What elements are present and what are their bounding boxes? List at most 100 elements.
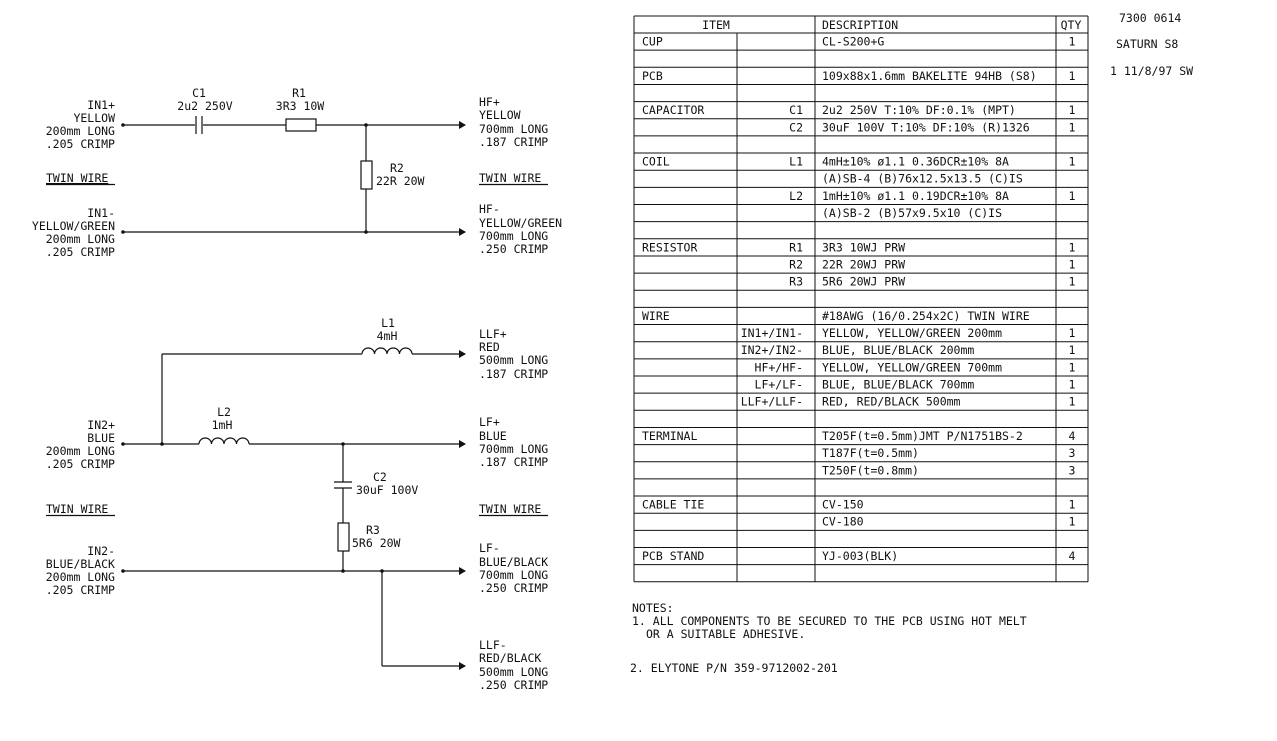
svg-text:BLUE: BLUE xyxy=(87,431,115,445)
bom-cell-description: RED, RED/BLACK 500mm xyxy=(822,395,961,409)
bom-cell-item: CAPACITOR xyxy=(642,103,704,117)
junction-dot xyxy=(341,569,345,573)
title-block: 7300 0614 SATURN S8 1 11/8/97 SW xyxy=(1110,11,1193,78)
svg-text:700mm LONG: 700mm LONG xyxy=(479,122,548,136)
bom-cell-description: BLUE, BLUE/BLACK 200mm xyxy=(822,343,974,357)
svg-text:700mm LONG: 700mm LONG xyxy=(479,442,548,456)
svg-text:LF+: LF+ xyxy=(479,415,500,429)
svg-text:.205 CRIMP: .205 CRIMP xyxy=(46,245,115,259)
bom-cell-description: 5R6 20WJ PRW xyxy=(822,275,905,289)
bom-cell-description: CV-150 xyxy=(822,498,864,512)
note-2: 2. ELYTONE P/N 359-9712002-201 xyxy=(630,661,838,675)
bom-cell-ref: R2 xyxy=(789,257,803,271)
svg-text:700mm LONG: 700mm LONG xyxy=(479,568,548,582)
svg-text:RED/BLACK: RED/BLACK xyxy=(479,651,541,665)
terminal-dot xyxy=(121,442,125,446)
bom-cell-ref: L1 xyxy=(789,155,803,169)
svg-text:200mm LONG: 200mm LONG xyxy=(46,232,115,246)
svg-text:IN2+: IN2+ xyxy=(87,418,115,432)
svg-text:YELLOW/GREEN: YELLOW/GREEN xyxy=(32,219,115,233)
lf-plus-label: LF+ BLUE 700mm LONG .187 CRIMP xyxy=(479,415,548,469)
bom-cell-item: RESISTOR xyxy=(642,240,697,254)
terminal-dot xyxy=(121,569,125,573)
bom-cell-description: 2u2 250V T:10% DF:0.1% (MPT) xyxy=(822,103,1016,117)
bom-cell-ref: C1 xyxy=(789,103,803,117)
l1-inductor xyxy=(361,347,413,355)
bom-cell-description: 3R3 10WJ PRW xyxy=(822,240,905,254)
bom-cell-description: 4mH±10% ø1.1 0.36DCR±10% 8A xyxy=(822,155,1009,169)
svg-text:YELLOW/GREEN: YELLOW/GREEN xyxy=(479,216,562,230)
svg-text:HF+: HF+ xyxy=(479,95,500,109)
hf-circuit: IN1+ YELLOW 200mm LONG .205 CRIMP IN1- Y… xyxy=(32,86,562,259)
bom-cell-qty: 1 xyxy=(1069,35,1076,49)
r1-value: 3R3 10W xyxy=(276,99,325,113)
bom-header-item: ITEM xyxy=(702,18,730,32)
svg-text:IN1-: IN1- xyxy=(87,206,115,220)
bom-cell-item: TERMINAL xyxy=(642,429,697,443)
bom-cell-item: CABLE TIE xyxy=(642,498,704,512)
svg-text:HF-: HF- xyxy=(479,202,500,216)
bom-cell-qty: 1 xyxy=(1069,515,1076,529)
bom-cell-description: YELLOW, YELLOW/GREEN 700mm xyxy=(822,360,1002,374)
bom-cell-item: WIRE xyxy=(642,309,670,323)
bom-cell-qty: 1 xyxy=(1069,69,1076,83)
svg-text:500mm LONG: 500mm LONG xyxy=(479,353,548,367)
svg-text:BLUE/BLACK: BLUE/BLACK xyxy=(479,555,548,569)
bom-cell-ref: LLF+/LLF- xyxy=(741,395,803,409)
c2-value: 30uF 100V xyxy=(356,483,418,497)
svg-text:LLF-: LLF- xyxy=(479,638,507,652)
svg-text:.205 CRIMP: .205 CRIMP xyxy=(46,583,115,597)
twin-wire-label: TWIN WIRE xyxy=(479,171,541,185)
bom-cell-qty: 1 xyxy=(1069,498,1076,512)
svg-text:.205 CRIMP: .205 CRIMP xyxy=(46,457,115,471)
r2-value: 22R 20W xyxy=(376,174,425,188)
bom-cell-qty: 1 xyxy=(1069,395,1076,409)
svg-text:.187 CRIMP: .187 CRIMP xyxy=(479,367,548,381)
l1-value: 4mH xyxy=(377,329,398,343)
bom-cell-item: CUP xyxy=(642,35,663,49)
bom-cell-qty: 1 xyxy=(1069,120,1076,134)
bom-cell-description: 30uF 100V T:10% DF:10% (R)1326 xyxy=(822,120,1030,134)
bom-cell-description: T205F(t=0.5mm)JMT P/N1751BS-2 xyxy=(822,429,1023,443)
part-number: 7300 0614 xyxy=(1119,11,1181,25)
svg-text:.205 CRIMP: .205 CRIMP xyxy=(46,137,115,151)
svg-text:200mm LONG: 200mm LONG xyxy=(46,570,115,584)
bom-cell-qty: 1 xyxy=(1069,155,1076,169)
svg-text:.250 CRIMP: .250 CRIMP xyxy=(479,678,548,692)
terminal-arrow xyxy=(459,350,466,358)
svg-text:BLUE/BLACK: BLUE/BLACK xyxy=(46,557,115,571)
svg-text:500mm LONG: 500mm LONG xyxy=(479,665,548,679)
bom-cell-description: 1mH±10% ø1.1 0.19DCR±10% 8A xyxy=(822,189,1009,203)
bom-cell-qty: 3 xyxy=(1069,463,1076,477)
c1-designator: C1 xyxy=(192,86,206,100)
terminal-arrow xyxy=(459,567,466,575)
bom-cell-description: CL-S200+G xyxy=(822,35,884,49)
bom-cell-qty: 1 xyxy=(1069,275,1076,289)
svg-text:YELLOW: YELLOW xyxy=(73,111,115,125)
bom-cell-qty: 1 xyxy=(1069,378,1076,392)
l2-designator: L2 xyxy=(217,405,231,419)
bom-cell-ref: L2 xyxy=(789,189,803,203)
revision-info: 1 11/8/97 SW xyxy=(1110,64,1193,78)
bom-cell-qty: 1 xyxy=(1069,360,1076,374)
bom-cell-qty: 1 xyxy=(1069,103,1076,117)
terminal-arrow xyxy=(459,121,466,129)
bom-cell-description: T187F(t=0.5mm) xyxy=(822,446,919,460)
r3-resistor xyxy=(337,522,350,552)
hf-plus-label: HF+ YELLOW 700mm LONG .187 CRIMP xyxy=(479,95,548,149)
bom-cell-qty: 4 xyxy=(1069,549,1076,563)
in2-minus-label: IN2- BLUE/BLACK 200mm LONG .205 CRIMP xyxy=(46,544,115,597)
bom-cell-description: (A)SB-2 (B)57x9.5x10 (C)IS xyxy=(822,206,1002,220)
bom-cell-item: COIL xyxy=(642,155,670,169)
bom-cell-qty: 1 xyxy=(1069,257,1076,271)
bom-header-qty: QTY xyxy=(1061,18,1082,32)
svg-text:.250 CRIMP: .250 CRIMP xyxy=(479,242,548,256)
bom-cell-qty: 1 xyxy=(1069,343,1076,357)
bom-cell-item: PCB STAND xyxy=(642,549,704,563)
bom-cell-ref: HF+/HF- xyxy=(755,360,803,374)
bom-cell-qty: 1 xyxy=(1069,189,1076,203)
l2-value: 1mH xyxy=(212,418,233,432)
bom-cell-ref: IN2+/IN2- xyxy=(741,343,803,357)
l1-designator: L1 xyxy=(381,316,395,330)
